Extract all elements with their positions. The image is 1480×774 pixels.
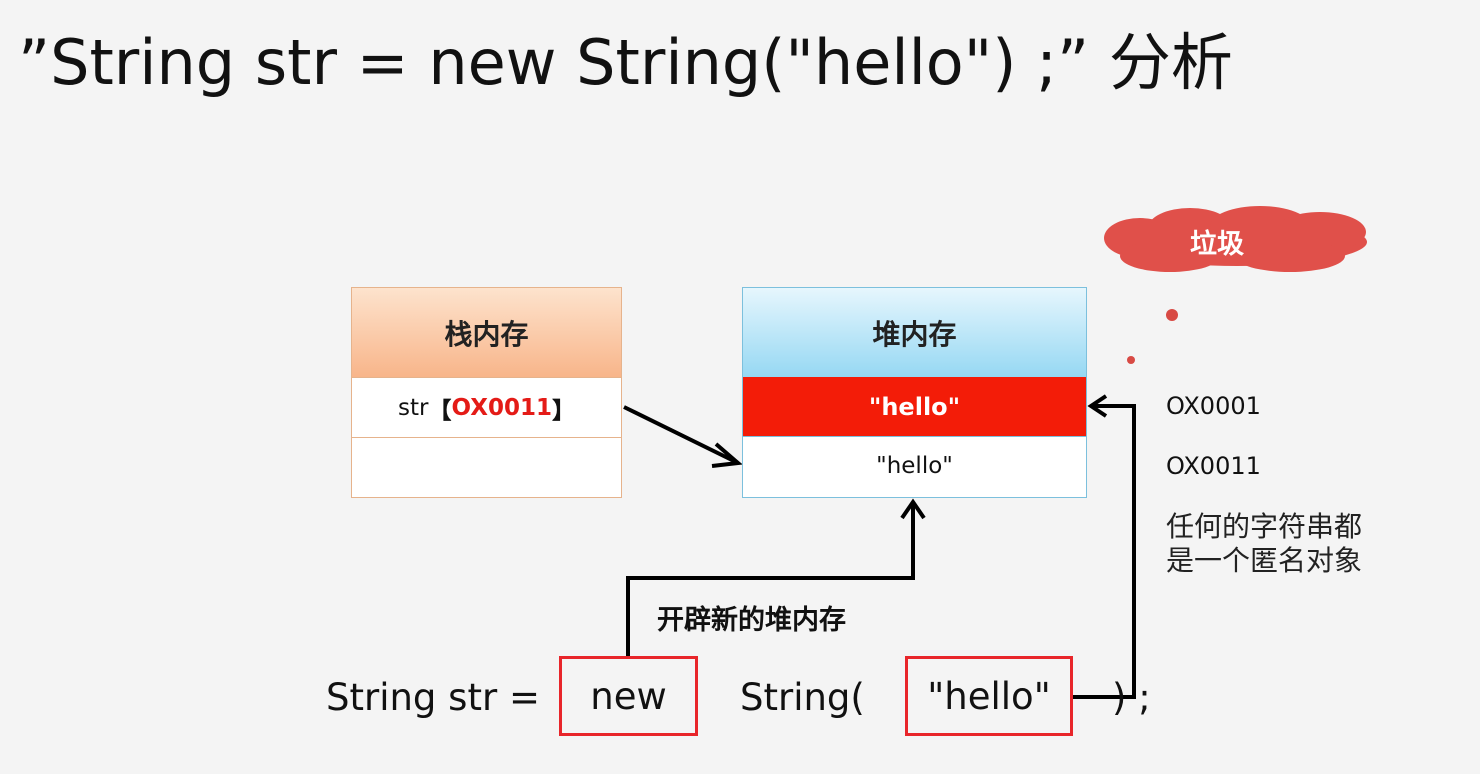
note-line-2: 是一个匿名对象 <box>1166 544 1363 577</box>
heap-cell-anonymous: "hello" <box>743 377 1086 436</box>
heap-header: 堆内存 <box>743 288 1086 377</box>
reference-arrow <box>623 405 743 468</box>
stack-header: 栈内存 <box>352 288 621 378</box>
garbage-cloud-icon <box>1104 206 1367 364</box>
new-heap-label: 开辟新的堆内存 <box>657 605 846 636</box>
page-title: ”String str = new String("hello") ;” 分析 <box>18 26 1233 99</box>
new-keyword: new <box>590 674 667 718</box>
address-label-1: OX0001 <box>1166 392 1261 420</box>
note-line-1: 任何的字符串都 <box>1166 510 1363 543</box>
garbage-label: 垃圾 <box>1190 229 1244 260</box>
code-string-call: String( <box>740 676 865 719</box>
stack-bracket-open: 【 <box>428 397 452 424</box>
hello-literal-box: "hello" <box>905 656 1073 736</box>
code-prefix: String str = <box>326 676 540 719</box>
new-heap-arrow <box>626 498 926 656</box>
anonymous-object-note: 任何的字符串都 是一个匿名对象 <box>1166 510 1362 578</box>
stack-memory-box: 栈内存 str【OX0011】 <box>351 287 622 498</box>
stack-variable-row: str【OX0011】 <box>352 378 621 438</box>
new-keyword-box: new <box>559 656 698 736</box>
heap-memory-box: 堆内存 "hello" "hello" <box>742 287 1087 498</box>
stack-bracket-close: 】 <box>551 397 575 424</box>
literal-arrow <box>1072 394 1136 699</box>
code-suffix: ) ; <box>1112 676 1151 719</box>
address-label-2: OX0011 <box>1166 452 1261 480</box>
heap-cell-new: "hello" <box>743 436 1086 495</box>
hello-literal: "hello" <box>927 674 1051 718</box>
stack-var-name: str <box>398 394 429 421</box>
stack-address: OX0011 <box>451 394 552 421</box>
